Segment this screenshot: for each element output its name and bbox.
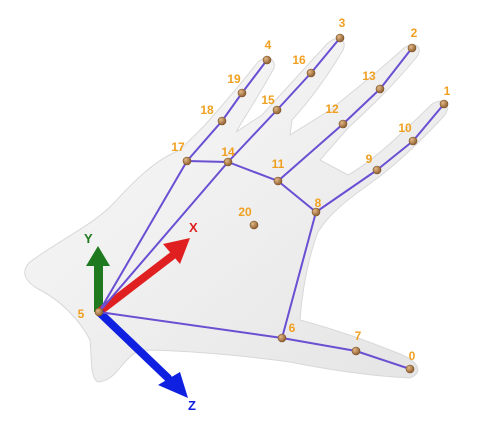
x-axis-arrowhead	[163, 238, 190, 264]
skeleton-edge-14-15	[227, 109, 278, 163]
keypoint-label-4: 4	[265, 38, 272, 52]
keypoint-15	[272, 105, 282, 115]
skeleton-edge-10-1	[412, 103, 445, 142]
keypoint-6	[277, 333, 287, 343]
z-axis-label: Z	[188, 398, 196, 413]
keypoint-label-16: 16	[292, 53, 306, 67]
skeleton-edge-7-0	[355, 350, 411, 370]
skeleton-edge-19-4	[241, 59, 268, 94]
keypoint-label-18: 18	[200, 103, 214, 117]
keypoint-19	[237, 88, 247, 98]
keypoint-label-6: 6	[289, 321, 296, 335]
skeleton-edge-16-3	[310, 37, 341, 74]
skeleton-edge-5-14	[98, 161, 229, 313]
coordinate-axes: X Y Z	[84, 220, 198, 413]
skeleton-edge-8-9	[315, 169, 378, 213]
keypoint-label-19: 19	[227, 72, 241, 86]
skeleton-edge-8-6	[281, 211, 317, 339]
keypoint-label-8: 8	[315, 196, 322, 210]
skeleton-edge-15-16	[276, 72, 312, 111]
skeleton-edge-13-2	[379, 47, 413, 90]
keypoint-0	[405, 364, 415, 374]
skeleton-edge-11-12	[277, 123, 344, 182]
keypoint-4	[262, 55, 272, 65]
keypoint-label-11: 11	[272, 157, 285, 171]
y-axis-label: Y	[84, 231, 93, 246]
keypoint-label-15: 15	[261, 93, 275, 107]
x-axis-label: X	[189, 220, 198, 235]
keypoint-18	[217, 116, 227, 126]
hand-skeleton	[98, 37, 445, 370]
skeleton-edge-5-6	[98, 311, 283, 339]
keypoint-10	[408, 136, 418, 146]
skeleton-edge-14-11	[227, 161, 279, 182]
keypoint-7	[351, 346, 361, 356]
keypoint-8	[311, 207, 321, 217]
keypoint-label-9: 9	[366, 152, 373, 166]
keypoint-label-13: 13	[362, 69, 376, 83]
keypoint-2	[407, 43, 417, 53]
keypoint-label-12: 12	[325, 102, 339, 116]
keypoint-label-17: 17	[171, 140, 185, 154]
skeleton-edge-6-7	[281, 337, 357, 352]
keypoint-label-10: 10	[398, 121, 412, 135]
z-axis-shaft	[95, 308, 172, 382]
keypoint-11	[273, 176, 283, 186]
skeleton-edge-5-17	[98, 160, 188, 313]
keypoint-label-5: 5	[78, 307, 85, 321]
skeleton-edge-17-14	[186, 160, 229, 163]
keypoint-label-1: 1	[444, 84, 451, 98]
keypoint-13	[375, 84, 385, 94]
keypoint-3	[335, 33, 345, 43]
x-axis-shaft	[95, 252, 176, 316]
keypoint-label-3: 3	[339, 16, 346, 30]
keypoint-label-20: 20	[238, 205, 252, 219]
keypoint-12	[338, 119, 348, 129]
keypoint-label-14: 14	[221, 145, 235, 159]
keypoint-1	[439, 99, 449, 109]
skeleton-edge-12-13	[342, 88, 381, 125]
z-axis-arrowhead	[158, 372, 188, 398]
skeleton-edge-9-10	[376, 140, 414, 171]
skeleton-edge-17-18	[186, 120, 223, 162]
keypoint-label-7: 7	[355, 329, 362, 343]
keypoint-14	[223, 157, 233, 167]
y-axis-shaft	[94, 262, 103, 312]
skeleton-edge-18-19	[221, 92, 243, 122]
y-axis-arrowhead	[86, 246, 110, 266]
keypoint-5	[94, 307, 104, 317]
skeleton-edge-11-8	[277, 180, 317, 213]
keypoint-label-2: 2	[411, 26, 418, 40]
keypoint-16	[306, 68, 316, 78]
keypoint-9	[372, 165, 382, 175]
keypoint-20	[249, 220, 259, 230]
keypoint-label-0: 0	[409, 349, 416, 363]
keypoint-17	[182, 156, 192, 166]
